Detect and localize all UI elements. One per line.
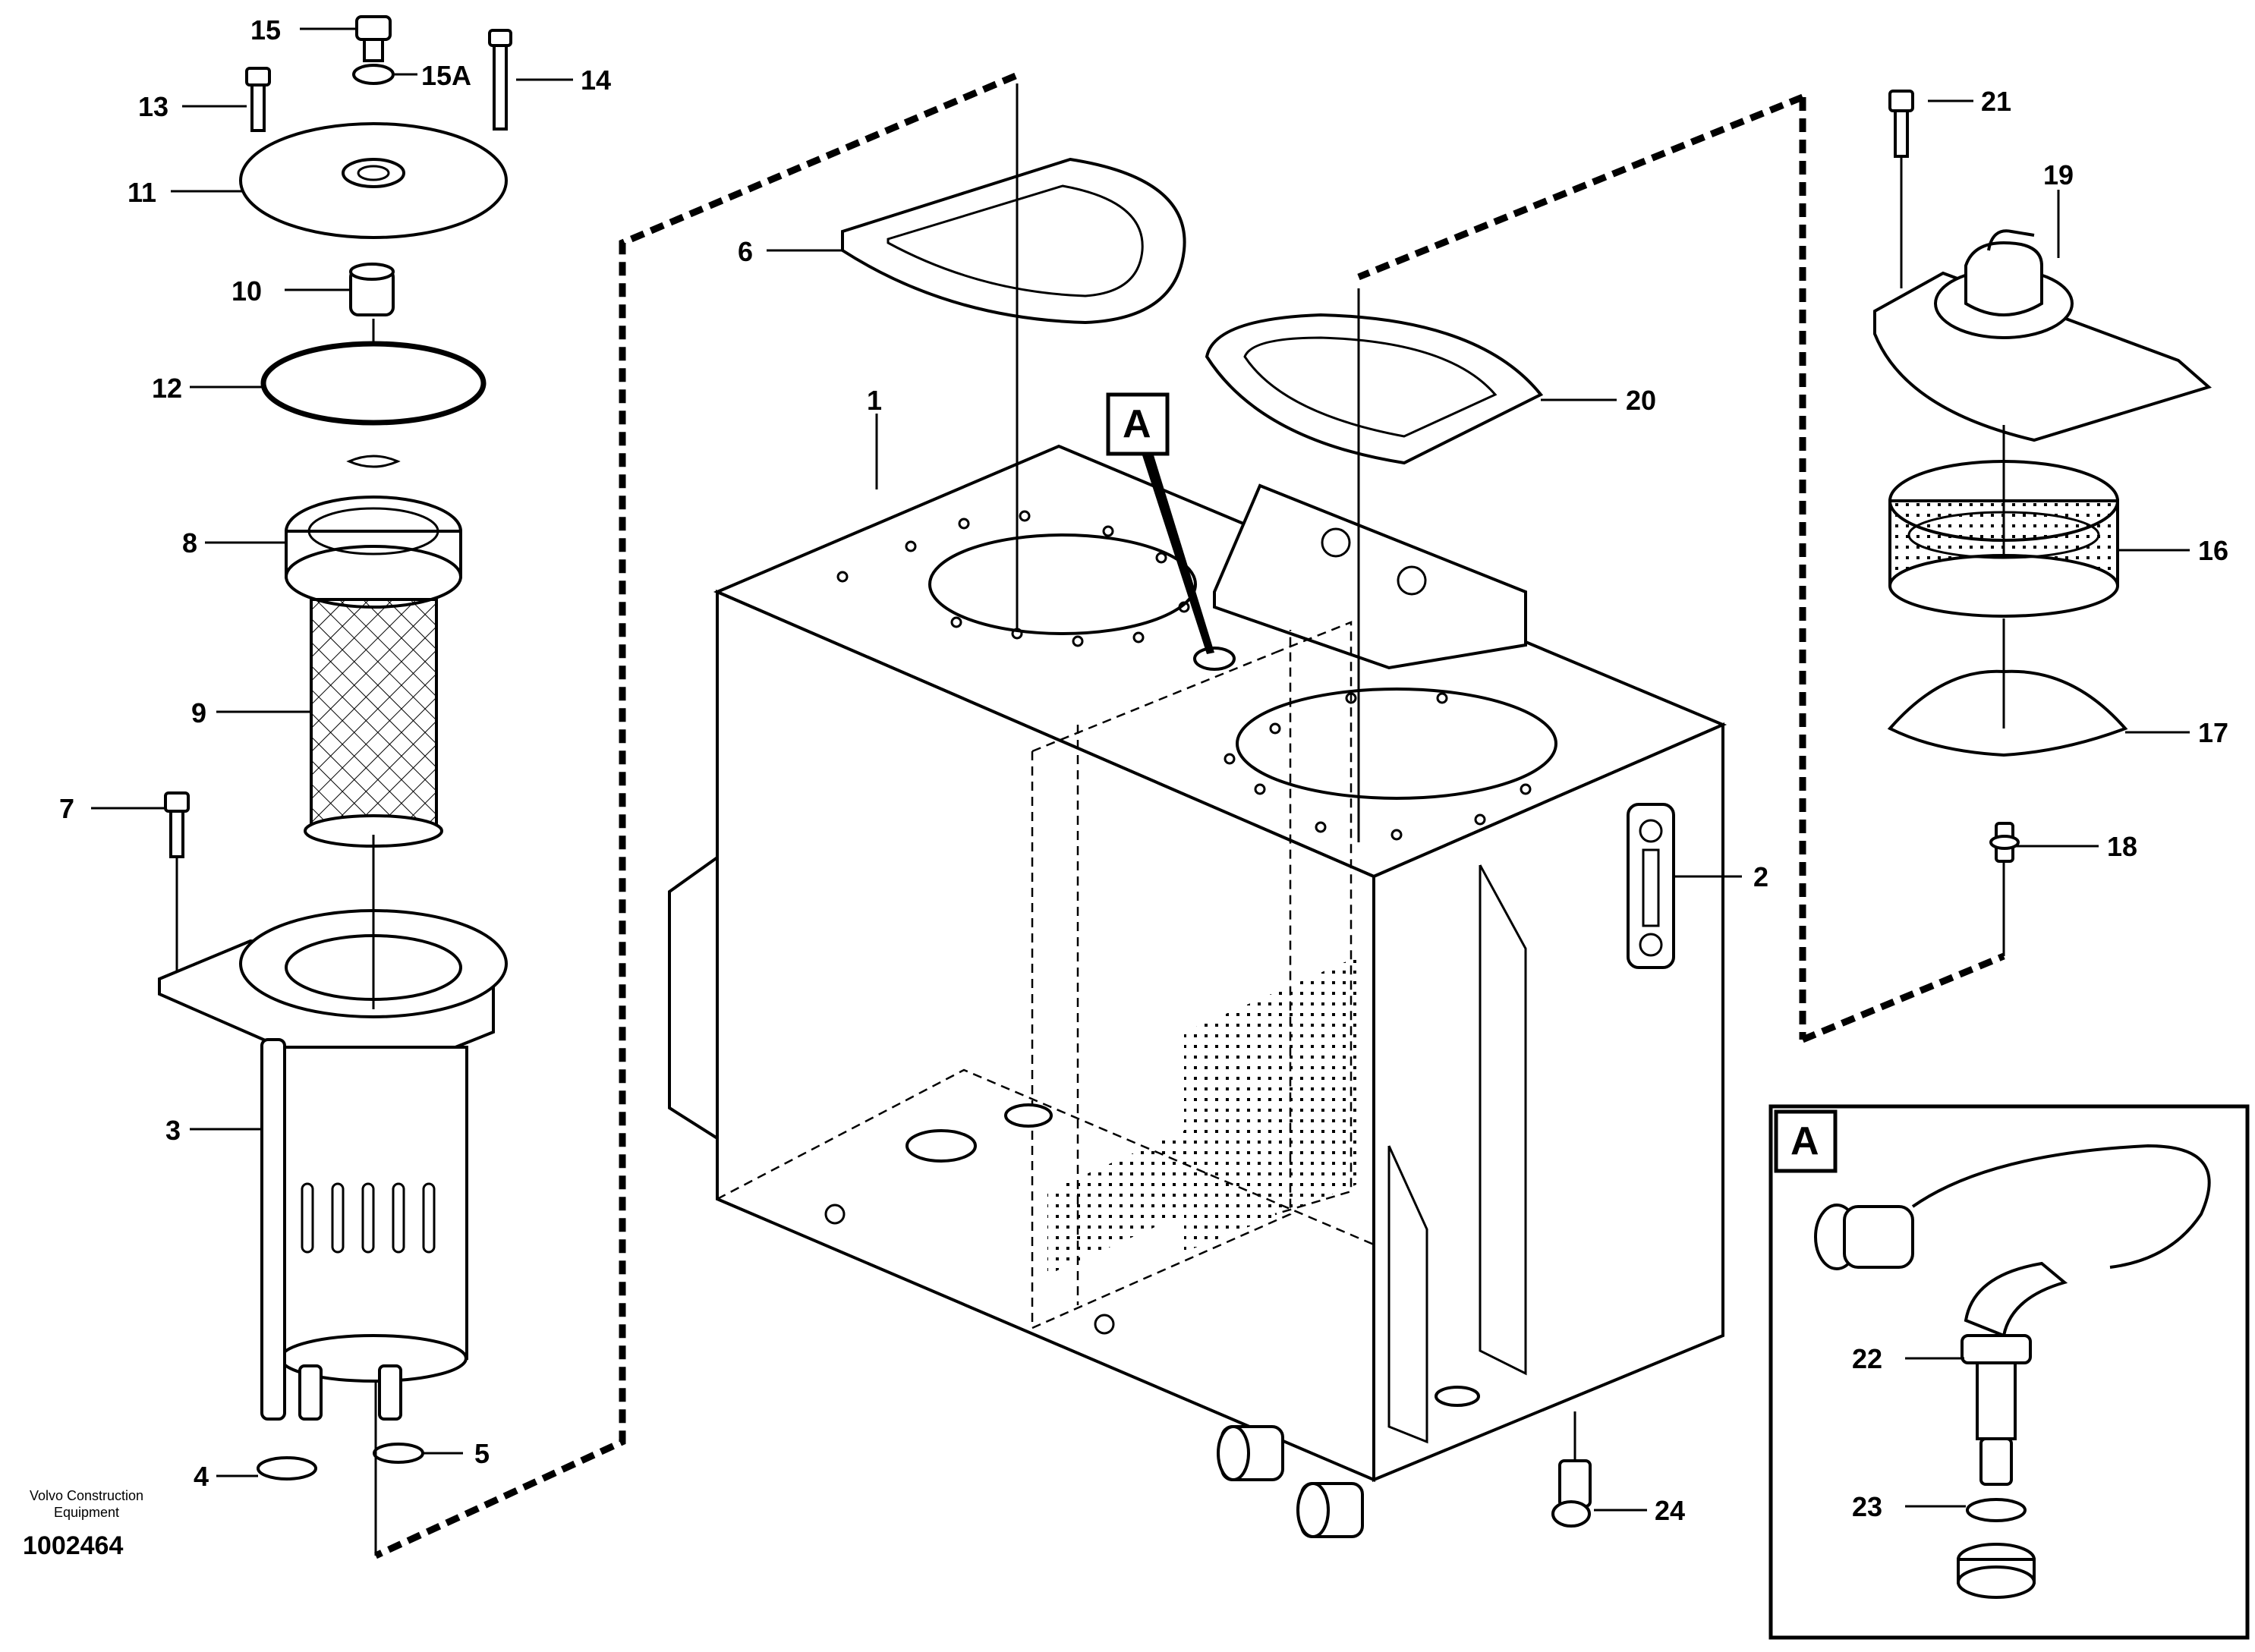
breather-assembly — [1873, 90, 2212, 888]
callout-2: 2 — [1753, 861, 1768, 892]
callout-14: 14 — [581, 65, 611, 96]
hydraulic-tank — [668, 444, 1727, 1538]
dome-cover — [1887, 669, 2128, 757]
callout-6: 6 — [738, 236, 753, 267]
screw — [245, 67, 271, 87]
callout-15: 15 — [250, 14, 281, 46]
callout-20: 20 — [1626, 385, 1656, 416]
callout-24: 24 — [1655, 1495, 1685, 1526]
callout-8: 8 — [182, 527, 197, 559]
housing-slots — [301, 1182, 436, 1254]
o-ring — [257, 1456, 317, 1481]
callout-22: 22 — [1852, 1343, 1882, 1374]
filter-assembly — [158, 15, 512, 1481]
spring — [346, 455, 401, 468]
callout-1: 1 — [867, 385, 882, 416]
drain-plug — [1551, 1411, 1592, 1528]
document-number: 1002464 — [23, 1531, 124, 1560]
callout-15a: 15A — [421, 60, 471, 91]
seal-ring — [260, 341, 487, 426]
tank-internal-baffles — [716, 621, 1375, 1329]
sensor-body — [1964, 1261, 2068, 1338]
tank-top-bracket — [1213, 483, 1527, 670]
callout-18: 18 — [2107, 831, 2137, 862]
publisher-label: Volvo Construction Equipment — [29, 1488, 144, 1520]
inset-a-label: A — [1790, 1119, 1819, 1163]
baffle-perforation — [1047, 1131, 1184, 1275]
callout-23: 23 — [1852, 1491, 1882, 1522]
callout-3: 3 — [165, 1115, 181, 1146]
filter-element — [310, 598, 438, 829]
callout-7: 7 — [59, 793, 74, 824]
sensor-port — [1193, 647, 1236, 671]
gasket — [1205, 288, 1544, 842]
callout-9: 9 — [191, 697, 206, 728]
callout-12: 12 — [152, 373, 182, 404]
detail-a-inset — [1768, 1104, 2250, 1640]
plug — [355, 15, 392, 41]
screw — [164, 791, 190, 813]
callout-5: 5 — [474, 1438, 490, 1469]
tank-bolt-holes — [836, 510, 1532, 841]
callout-11: 11 — [128, 177, 156, 208]
callout-13: 13 — [138, 91, 168, 122]
callout-17: 17 — [2198, 717, 2228, 748]
callout-19: 19 — [2043, 159, 2074, 190]
callout-4: 4 — [194, 1461, 209, 1492]
leader-lines — [91, 27, 2190, 1512]
gasket — [841, 83, 1186, 630]
screw — [1888, 90, 1914, 112]
baffle-perforation — [1184, 956, 1359, 1252]
callout-10: 10 — [231, 275, 262, 307]
detail-a-label: A — [1123, 402, 1151, 446]
o-ring — [1966, 1498, 2027, 1522]
detail-a-pointer — [1106, 392, 1214, 654]
o-ring — [352, 64, 395, 85]
bolt — [488, 29, 512, 47]
callout-labels: 15 15A 14 13 11 10 12 8 9 7 3 4 5 6 1 20… — [59, 14, 2228, 1526]
breather-group-frame — [1357, 93, 2005, 1043]
o-ring — [373, 1443, 424, 1464]
callout-16: 16 — [2198, 535, 2228, 566]
tank-outlet-fittings — [1217, 1425, 1364, 1538]
sight-glass — [1627, 803, 1675, 969]
callout-21: 21 — [1981, 86, 2011, 117]
